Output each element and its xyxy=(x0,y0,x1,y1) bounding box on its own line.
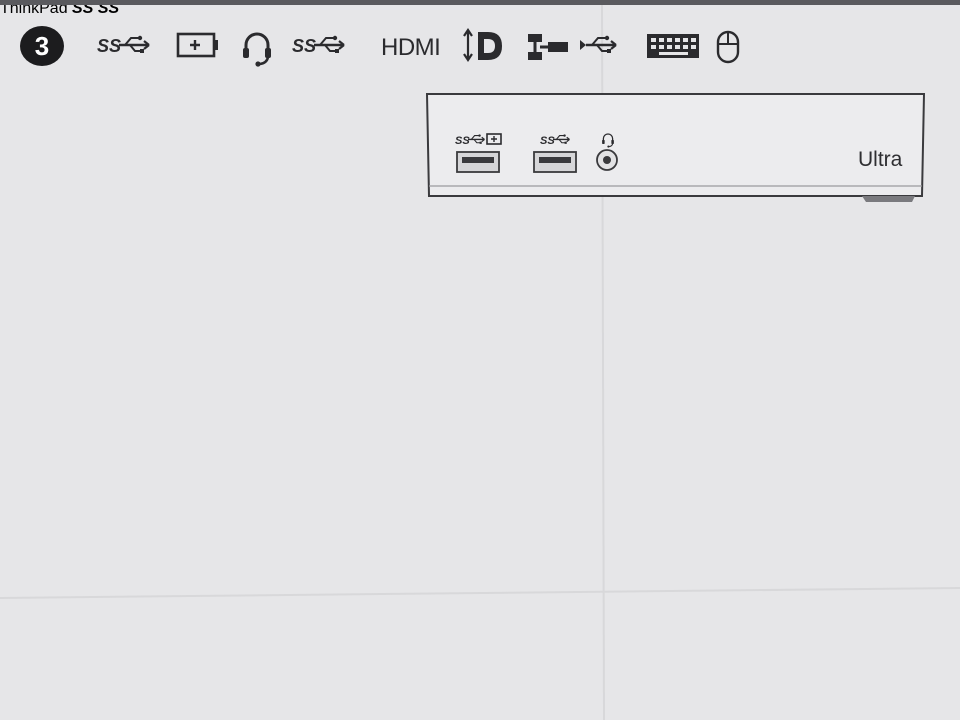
audio-jack-port[interactable] xyxy=(596,133,618,171)
paper-fold xyxy=(0,587,960,599)
svg-text:SS: SS xyxy=(97,36,121,56)
svg-text:SS: SS xyxy=(455,135,470,147)
hdmi-label: HDMI xyxy=(381,34,441,61)
svg-text:SS: SS xyxy=(292,36,316,56)
usb-charging-port[interactable]: SS xyxy=(455,133,502,173)
usb-port[interactable]: SS xyxy=(533,133,577,173)
usb-icon xyxy=(580,34,618,55)
usb-superspeed-icon: SS xyxy=(540,133,571,147)
usb-superspeed-icon: SS xyxy=(97,34,151,56)
dock xyxy=(425,93,926,202)
battery-charging-icon xyxy=(486,133,502,145)
step-number-badge: 3 xyxy=(20,26,64,66)
usb-superspeed-icon: SS xyxy=(292,34,346,56)
ethernet-icon xyxy=(528,34,568,60)
displayport-icon xyxy=(463,28,502,62)
keyboard-icon xyxy=(647,34,699,58)
dock-model-label: Ultra xyxy=(858,148,903,171)
headset-icon xyxy=(241,32,273,69)
usb-superspeed-icon: SS xyxy=(455,133,486,147)
mouse-icon xyxy=(716,30,740,64)
svg-text:SS: SS xyxy=(540,135,555,147)
top-rule xyxy=(0,0,960,5)
battery-charging-icon xyxy=(176,32,218,58)
